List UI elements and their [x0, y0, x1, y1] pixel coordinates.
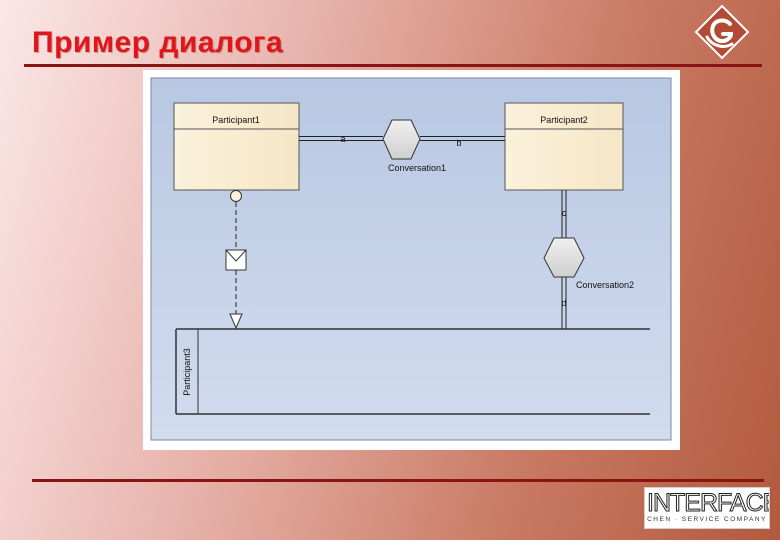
message-flow[interactable]: [229, 190, 243, 330]
link-b[interactable]: b: [420, 136, 505, 149]
participant2-box[interactable]: Participant2: [504, 102, 624, 191]
link-a[interactable]: a: [299, 134, 383, 144]
diagram-frame: Participant1 Participant2 a b Conversati…: [143, 70, 680, 450]
interface-logo: INTERFACE CHEN · SERVICE COMPANY: [644, 487, 770, 529]
participant3-label: Participant3: [182, 348, 192, 396]
participant1-box[interactable]: Participant1: [173, 102, 300, 191]
participant1-label: Participant1: [212, 115, 260, 125]
message-flow-start-circle: [230, 190, 242, 202]
title-underline: [24, 64, 762, 67]
company-emblem-icon: [694, 4, 750, 60]
conversation-diagram: Participant1 Participant2 a b Conversati…: [150, 77, 672, 441]
slide-title: Пример диалога: [32, 26, 284, 59]
interface-logo-subtitle: CHEN · SERVICE COMPANY: [647, 516, 767, 523]
footer-rule: [32, 479, 764, 482]
link-d-label: d: [561, 298, 566, 308]
link-a-label: a: [340, 134, 345, 144]
participant2-label: Participant2: [540, 115, 588, 125]
conversation1-label: Conversation1: [388, 163, 446, 173]
envelope-icon: [225, 249, 247, 271]
link-c[interactable]: c: [561, 190, 567, 238]
conversation1-node[interactable]: Conversation1: [382, 119, 446, 173]
conversation2-label: Conversation2: [576, 280, 634, 290]
participant3-pool[interactable]: Participant3: [175, 328, 650, 415]
interface-logo-word: INTERFACE: [647, 489, 770, 517]
conversation2-node[interactable]: Conversation2: [543, 237, 634, 290]
link-c-label: c: [562, 208, 567, 218]
link-d[interactable]: d: [561, 277, 567, 329]
link-b-label: b: [456, 138, 461, 148]
message-flow-arrowhead: [229, 313, 243, 330]
